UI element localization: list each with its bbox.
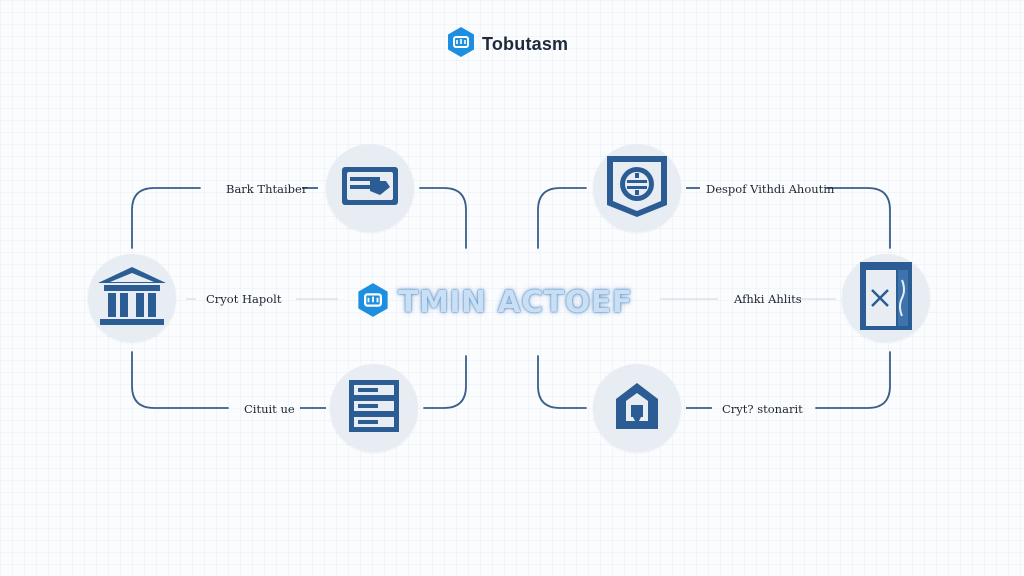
vault-door-icon: [858, 260, 914, 337]
node-home[interactable]: [593, 364, 681, 452]
bank-icon: [96, 265, 168, 332]
card-icon: [340, 165, 400, 212]
label-bottom-right: Cryt? stonarit: [722, 402, 803, 416]
node-bank[interactable]: [88, 254, 176, 342]
label-top-left: Bark Thtaiber: [226, 182, 308, 196]
connector-line: [537, 187, 587, 249]
center-title-block: TMIN ACTOEF: [356, 280, 633, 324]
connector-line: [131, 187, 201, 249]
hexagon-logo-icon: [446, 26, 476, 63]
node-shield[interactable]: [593, 144, 681, 232]
connector-line: [423, 355, 467, 409]
node-card[interactable]: [326, 144, 414, 232]
node-vault[interactable]: [842, 254, 930, 342]
brand-name: Tobutasm: [482, 33, 569, 54]
hexagon-logo-icon: [356, 282, 390, 323]
node-server[interactable]: [330, 364, 418, 452]
connector-line: [131, 351, 229, 409]
connector-line: [419, 187, 467, 249]
label-bottom-left: Cituit ue: [244, 402, 295, 416]
connector-line: [815, 351, 891, 409]
label-mid-right: Afhki Ahlits: [734, 292, 802, 306]
shield-coin-icon: [604, 153, 670, 224]
header: Tobutasm: [446, 26, 569, 63]
label-top-right: Despof Vithdi Ahoutin: [706, 182, 835, 196]
server-rack-icon: [347, 378, 401, 439]
connector-line: [825, 187, 891, 249]
center-title: TMIN ACTOEF: [398, 284, 633, 320]
home-lock-icon: [614, 381, 660, 436]
connector-line: [537, 355, 587, 409]
label-mid-left: Cryot Hapolt: [206, 292, 282, 306]
